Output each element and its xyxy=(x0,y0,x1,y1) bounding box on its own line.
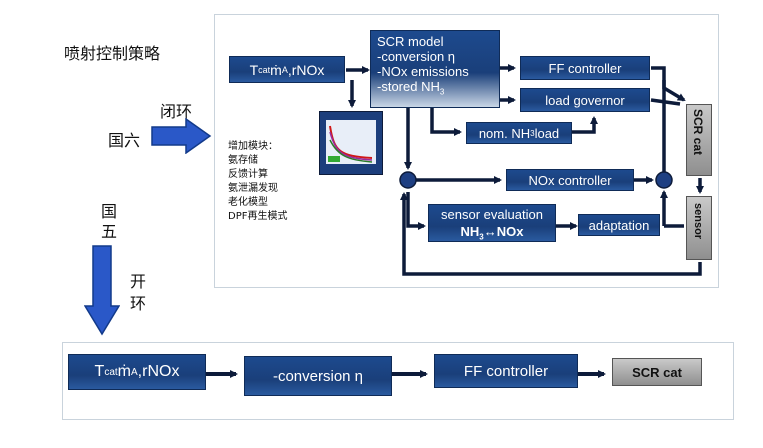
load-governor-label: load governor xyxy=(545,92,625,108)
load-governor-block: load governor xyxy=(520,88,650,112)
added-module-item: 氨泄漏发现 xyxy=(228,183,278,194)
open-loop-line2: 环 xyxy=(130,294,147,313)
bottom-input-m-sub: A xyxy=(131,366,138,378)
bottom-conversion-block: -conversion η xyxy=(244,356,392,396)
guo5-label-line1: 国 xyxy=(101,202,118,221)
bottom-conversion-label: -conversion η xyxy=(272,367,364,385)
strategy-title: 喷射控制策略 xyxy=(64,44,161,63)
sum-junction-left xyxy=(399,171,417,189)
added-module-item: 老化模型 xyxy=(228,197,268,208)
bottom-input-m: ṁ xyxy=(117,363,131,380)
guo5-fat-arrow-icon xyxy=(84,245,120,336)
added-module-item: 反馈计算 xyxy=(228,169,268,180)
scr-model-line-3: -stored NH xyxy=(377,79,440,94)
ff-controller-block: FF controller xyxy=(520,56,650,80)
scr-model-title: SCR model xyxy=(377,34,444,49)
added-modules-title: 增加模块： xyxy=(228,141,278,152)
sensor-eval-line2-wrap: NH3↔NOx xyxy=(429,223,555,242)
adaptation-label: adaptation xyxy=(588,217,650,233)
bottom-scr-cat-label: SCR cat xyxy=(632,364,682,380)
ff-controller-label: FF controller xyxy=(548,60,622,76)
sensor-eval-line2-pre: NH xyxy=(460,224,480,239)
scr-model-line-1: -conversion η xyxy=(377,49,456,64)
nom-load-post: load xyxy=(534,125,560,141)
scr-model-block: SCR model -conversion η -NOx emissions -… xyxy=(370,30,500,108)
scr-model-line-3-sub: 3 xyxy=(439,87,445,97)
open-loop-line1: 开 xyxy=(130,272,147,291)
guo6-label: 国六 xyxy=(108,131,141,150)
bottom-ff-controller-label: FF controller xyxy=(463,362,549,380)
input-rest: ,rNOx xyxy=(287,61,325,78)
added-module-item: 氨存储 xyxy=(228,155,258,166)
sensor-evaluation-block: sensor evaluation NH3↔NOx xyxy=(428,204,556,242)
input-t-sub: cat xyxy=(258,64,271,75)
bottom-scr-cat-block: SCR cat xyxy=(612,358,702,386)
sensor-eval-title: sensor evaluation xyxy=(441,207,543,222)
bottom-input-rest: ,rNOx xyxy=(137,363,180,380)
sensor-eval-line2-post: ↔NOx xyxy=(483,224,524,239)
nh3-load-chart-thumbnail xyxy=(319,111,383,175)
nom-load-pre: nom. NH xyxy=(478,125,531,141)
nom-load-sub: 3 xyxy=(530,128,535,138)
input-m-sub: A xyxy=(281,64,288,75)
input-m: ṁ xyxy=(270,61,282,78)
closed-loop-label: 闭环 xyxy=(160,102,193,121)
nox-controller-block: NOx controller xyxy=(506,169,634,191)
scr-cat-vertical-label: SCR cat xyxy=(691,109,705,156)
input-t: T xyxy=(249,61,259,78)
adaptation-block: adaptation xyxy=(578,214,660,236)
added-module-item: DPF再生模式 xyxy=(228,211,288,222)
scr-model-line-3-wrap: -stored NH3 xyxy=(377,79,493,100)
sensor-eval-line2-sub: 3 xyxy=(479,232,484,242)
sensor-vertical-block: sensor xyxy=(686,196,712,260)
sensor-vertical-label: sensor xyxy=(692,203,704,240)
scr-cat-vertical-block: SCR cat xyxy=(686,104,712,176)
bottom-ff-controller-block: FF controller xyxy=(434,354,578,388)
scr-model-line-2: -NOx emissions xyxy=(377,64,469,79)
bottom-input-t-sub: cat xyxy=(104,366,118,378)
guo6-fat-arrow-icon xyxy=(151,118,212,154)
added-modules-list: 增加模块： 氨存储 反馈计算 氨泄漏发现 老化模型 DPF再生模式 xyxy=(228,140,287,224)
sum-junction-right xyxy=(655,171,673,189)
nox-controller-label: NOx controller xyxy=(528,172,612,188)
guo5-label-line2: 五 xyxy=(101,222,118,241)
bottom-input-t: T xyxy=(94,363,105,380)
